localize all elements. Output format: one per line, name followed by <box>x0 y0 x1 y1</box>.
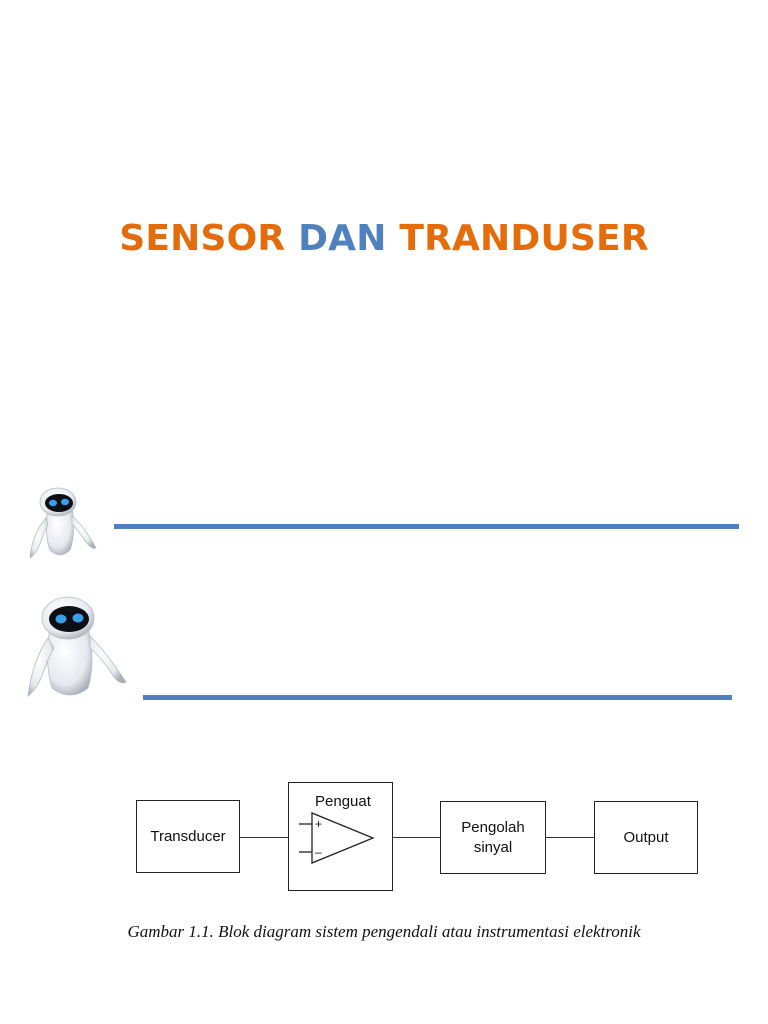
block-transducer: Transducer <box>136 800 240 873</box>
connector-line <box>240 837 288 839</box>
divider-line <box>143 695 732 700</box>
block-pengolah-label-line2: sinyal <box>473 838 513 856</box>
opamp-plus-sign: + <box>315 817 322 831</box>
title-word-sensor: SENSOR <box>119 218 286 259</box>
block-pengolah-sinyal: Pengolah sinyal <box>440 801 546 874</box>
divider-line <box>114 524 739 529</box>
op-amp-symbol: + – <box>299 812 375 864</box>
block-transducer-label: Transducer <box>150 828 226 845</box>
figure-caption: Gambar 1.1. Blok diagram sistem pengenda… <box>127 922 641 941</box>
page-title: SENSOR DAN TRANDUSER <box>0 218 768 259</box>
block-penguat-label: Penguat <box>315 793 371 810</box>
block-output: Output <box>594 801 698 874</box>
block-penguat: Penguat + – <box>288 782 393 891</box>
robot-icon <box>26 484 100 564</box>
robot-icon <box>26 592 130 704</box>
title-word-dan: DAN <box>298 218 387 259</box>
title-word-tranduser: TRANDUSER <box>399 218 649 259</box>
connector-line <box>393 837 440 839</box>
connector-line <box>546 837 594 839</box>
block-pengolah-label-line1: Pengolah <box>461 818 525 836</box>
block-output-label: Output <box>623 829 669 846</box>
opamp-minus-sign: – <box>315 845 322 859</box>
